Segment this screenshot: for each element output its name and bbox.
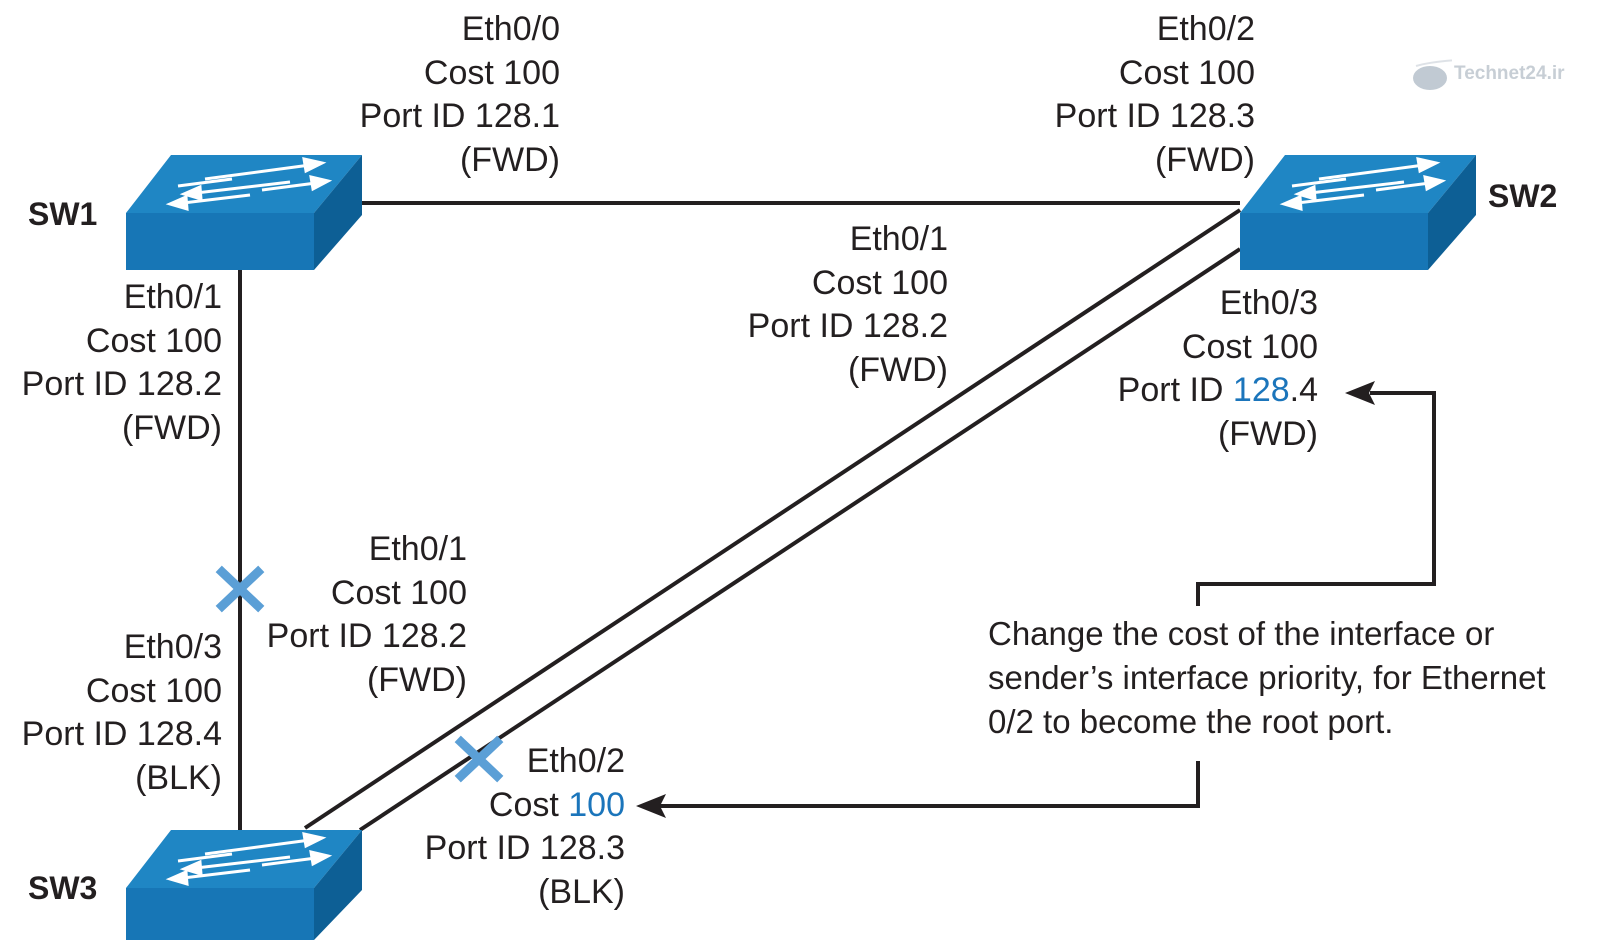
- port-label-sw3-eth0-3: Eth0/3 Cost 100 Port ID 128.4 (BLK): [22, 626, 222, 800]
- port-id: Port ID 128.4: [1118, 369, 1318, 413]
- port-state: (BLK): [538, 872, 625, 911]
- port-name: Eth0/0: [461, 10, 560, 48]
- port-state: (FWD): [121, 408, 222, 447]
- port-state: (FWD): [1217, 414, 1318, 453]
- callout-connector-top: [1196, 391, 1436, 606]
- blocked-x-icon: [215, 565, 265, 613]
- switch-label-sw3: SW3: [28, 870, 98, 906]
- arrow-head-icon: [636, 794, 666, 818]
- port-label-sw2-eth0-2: Eth0/2 Cost 100 Port ID 128.3 (FWD): [1055, 8, 1255, 182]
- blocked-x-icon: [454, 735, 504, 783]
- port-label-sw2-eth0-1: Eth0/1 Cost 100 Port ID 128.2 (FWD): [748, 218, 948, 392]
- callout-line: Change the cost of the interface or: [988, 615, 1495, 652]
- port-id: Port ID 128.2: [266, 617, 467, 655]
- port-cost: Cost 100: [330, 573, 467, 612]
- switch-label-sw2: SW2: [1488, 178, 1558, 214]
- port-id-prefix: Port ID: [1117, 371, 1233, 409]
- port-id: Port ID 128.3: [1054, 97, 1255, 135]
- port-id: Port ID 128.4: [21, 715, 222, 753]
- port-name: Eth0/2: [1156, 10, 1255, 48]
- callout-connector-bottom: [660, 761, 1200, 808]
- port-state: (FWD): [459, 140, 560, 179]
- switch-label-sw1: SW1: [28, 196, 98, 232]
- port-label-sw2-eth0-3: Eth0/3 Cost 100 Port ID 128.4 (FWD): [1118, 282, 1318, 456]
- port-state: (FWD): [847, 350, 948, 389]
- cloud-icon: [1413, 59, 1452, 90]
- watermark-text: Technet24.ir: [1454, 63, 1565, 84]
- switch-icon: [126, 830, 362, 940]
- port-state: (FWD): [1154, 140, 1255, 179]
- port-cost: Cost 100: [85, 321, 222, 360]
- port-label-sw3-eth0-1: Eth0/1 Cost 100 Port ID 128.2 (FWD): [267, 528, 467, 702]
- port-name: Eth0/2: [526, 742, 625, 780]
- link-sw2-sw3-a: [303, 208, 1242, 830]
- port-name: Eth0/1: [368, 530, 467, 568]
- port-id-highlight: 128: [1232, 371, 1290, 409]
- switch-icon: [1240, 155, 1476, 270]
- port-cost: Cost 100: [85, 671, 222, 710]
- port-label-sw3-eth0-2: Eth0/2 Cost 100 Port ID 128.3 (BLK): [425, 740, 625, 914]
- link-sw2-sw3-b: [358, 247, 1242, 832]
- port-name: Eth0/1: [849, 220, 948, 258]
- port-name: Eth0/3: [1219, 284, 1318, 322]
- port-state: (FWD): [366, 660, 467, 699]
- callout-line: 0/2 to become the root port.: [988, 703, 1394, 740]
- watermark: Technet24.ir: [1408, 56, 1588, 100]
- port-cost: Cost 100: [425, 784, 625, 828]
- port-cost-highlight: 100: [568, 785, 625, 824]
- arrow-head-icon: [1345, 381, 1375, 405]
- port-cost: Cost 100: [1118, 53, 1255, 92]
- port-name: Eth0/3: [123, 628, 222, 666]
- port-id: Port ID 128.2: [747, 307, 948, 345]
- port-label-sw1-eth0-1: Eth0/1 Cost 100 Port ID 128.2 (FWD): [22, 276, 222, 450]
- callout-note: Change the cost of the interface or send…: [988, 612, 1546, 744]
- port-id: Port ID 128.2: [21, 365, 222, 403]
- port-cost: Cost 100: [811, 263, 948, 302]
- port-cost: Cost 100: [1181, 327, 1318, 366]
- port-label-sw1-eth0-0: Eth0/0 Cost 100 Port ID 128.1 (FWD): [360, 8, 560, 182]
- callout-line: sender’s interface priority, for Etherne…: [988, 659, 1546, 696]
- switch-icon: [126, 155, 362, 270]
- port-state: (BLK): [135, 758, 222, 797]
- port-name: Eth0/1: [123, 278, 222, 316]
- port-cost: Cost 100: [423, 53, 560, 92]
- port-cost-prefix: Cost: [488, 785, 569, 824]
- port-id: Port ID 128.3: [424, 829, 625, 867]
- port-id-suffix: .4: [1289, 371, 1318, 409]
- port-id: Port ID 128.1: [359, 97, 560, 135]
